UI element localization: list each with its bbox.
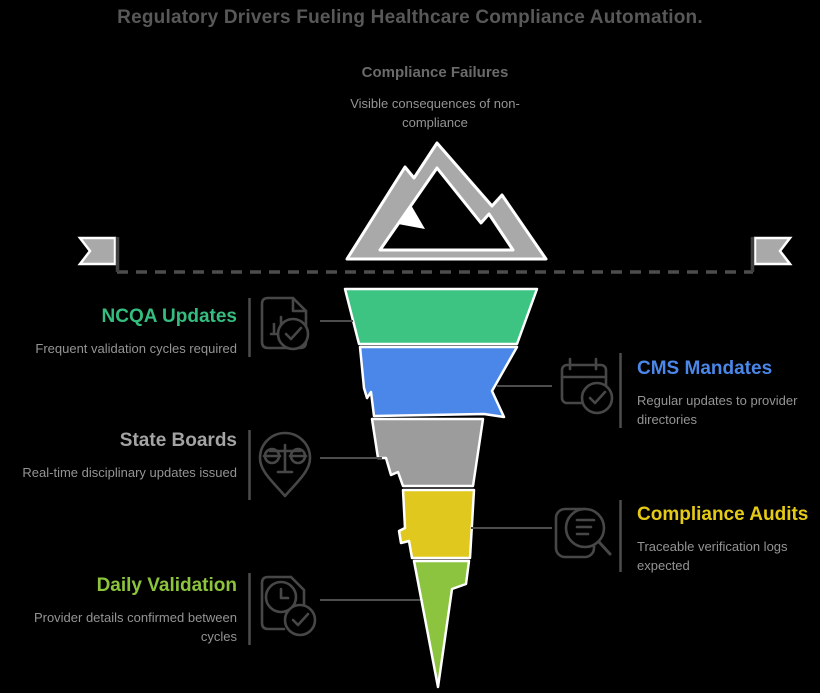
- item-cms-mandates: CMS Mandates Regular updates to provider…: [637, 358, 820, 430]
- surface-subheading: Visible consequences of non-compliance: [350, 96, 520, 130]
- scales-location-pin-icon: [258, 431, 312, 498]
- funnel-segment-state-boards: [370, 417, 485, 488]
- item-daily-validation: Daily Validation Provider details confir…: [0, 575, 237, 647]
- document-clock-check-icon: [260, 575, 317, 637]
- surface-heading: Compliance Failures: [361, 64, 509, 81]
- funnel-segment-ncqa: [343, 287, 539, 346]
- item-desc-ncqa-updates: Frequent validation cycles required: [35, 340, 237, 356]
- calendar-check-icon: [560, 357, 614, 415]
- document-bar-chart-check-icon: [260, 296, 310, 351]
- item-title-ncqa-updates: NCQA Updates: [101, 306, 237, 327]
- left-flag-icon: [77, 236, 120, 272]
- page-title: Regulatory Drivers Fueling Healthcare Co…: [117, 7, 703, 28]
- mountain-icon: [345, 141, 548, 261]
- funnel-segment-compliance-audits: [397, 488, 476, 560]
- surface-label-block: Compliance Failures Visible consequences…: [325, 64, 545, 133]
- item-desc-cms-mandates: Regular updates to provider directories: [637, 392, 798, 428]
- item-desc-daily-validation: Provider details confirmed between cycle…: [33, 609, 237, 645]
- item-title-compliance-audits: Compliance Audits: [637, 504, 809, 525]
- item-title-state-boards: State Boards: [119, 430, 237, 451]
- item-desc-state-boards: Real-time disciplinary updates issued: [22, 464, 237, 480]
- funnel-segment-cms: [358, 345, 519, 419]
- mountain-ridge-detail: [398, 205, 425, 229]
- document-magnifier-icon: [554, 507, 612, 559]
- item-desc-compliance-audits: Traceable verification logs expected: [637, 538, 788, 574]
- funnel-segment-daily-validation: [412, 559, 471, 689]
- item-ncqa-updates: NCQA Updates Frequent validation cycles …: [0, 306, 237, 358]
- right-flag-icon: [750, 236, 793, 272]
- item-title-daily-validation: Daily Validation: [96, 575, 237, 596]
- item-title-cms-mandates: CMS Mandates: [637, 358, 773, 379]
- item-state-boards: State Boards Real-time disciplinary upda…: [0, 430, 237, 482]
- item-compliance-audits: Compliance Audits Traceable verification…: [637, 504, 820, 576]
